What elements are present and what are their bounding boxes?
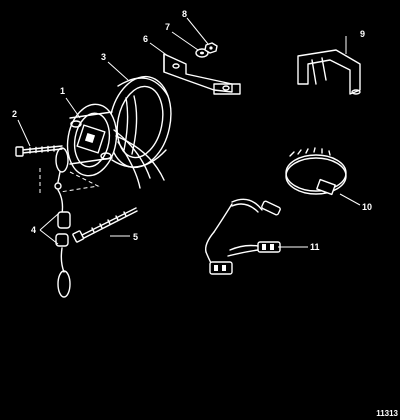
- callout-1: 1: [60, 86, 65, 96]
- part-2-screw: [15, 145, 63, 157]
- callout-11: 11: [310, 242, 320, 252]
- callout-4: 4: [31, 225, 36, 235]
- part-10-hose-clamp: [285, 147, 347, 196]
- part-11-wiring-harness: [204, 198, 281, 275]
- leader-lines: [17, 17, 361, 248]
- callout-5: 5: [133, 232, 138, 242]
- callout-8: 8: [182, 9, 187, 19]
- alignment-line: [59, 171, 100, 193]
- callout-3: 3: [101, 52, 106, 62]
- part-5-screw: [72, 207, 138, 243]
- figure-reference-number: 11313: [376, 409, 398, 418]
- part-6-mounting-bracket: [163, 53, 241, 95]
- part-3-mounting-cup: [108, 75, 172, 169]
- part-9-clip-bracket: [297, 49, 361, 95]
- part-7-washer: [195, 48, 209, 58]
- callout-9: 9: [360, 29, 365, 39]
- callout-2: 2: [12, 109, 17, 119]
- callout-6: 6: [143, 34, 148, 44]
- part-8-nut: [204, 42, 218, 54]
- callout-7: 7: [165, 22, 170, 32]
- part-1-gauge-body: [66, 103, 165, 189]
- callout-10: 10: [362, 202, 372, 212]
- part-4-lanyard-clips: [54, 147, 71, 298]
